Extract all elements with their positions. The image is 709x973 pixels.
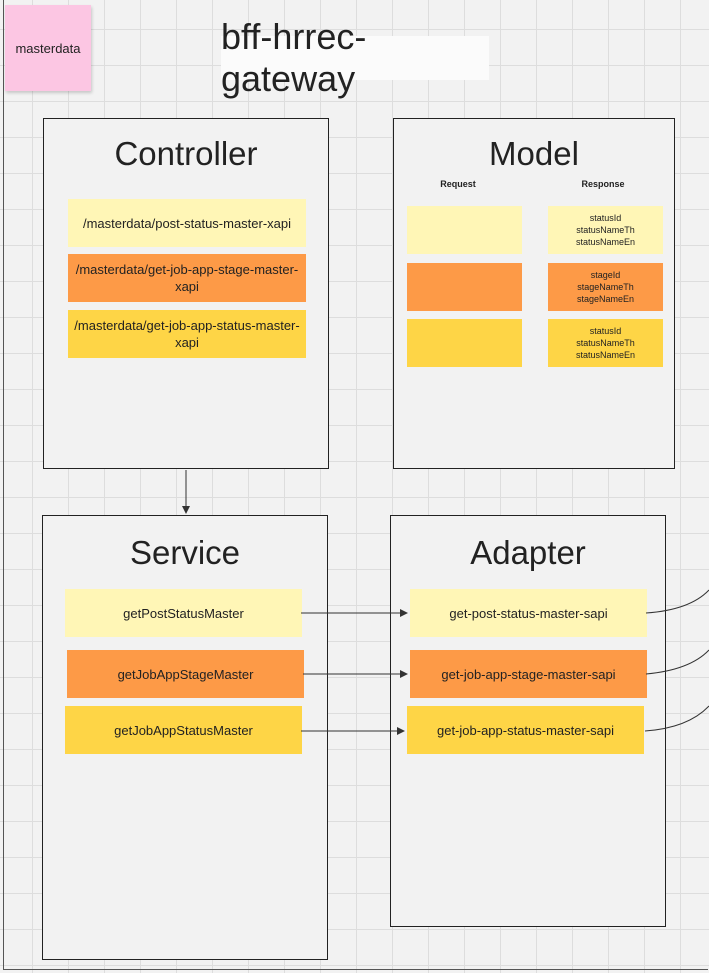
controller-endpoint-job-app-status[interactable]: /masterdata/get-job-app-status-master-xa… (68, 310, 306, 358)
response-field: statusNameEn (575, 237, 636, 247)
service-container[interactable]: Service getPostStatusMaster getJobAppSta… (42, 515, 328, 960)
request-box-post-status[interactable] (407, 206, 522, 254)
response-field: stageId (590, 270, 621, 280)
adapter-title: Adapter (470, 534, 586, 571)
connector-adapter-external-1 (645, 589, 709, 614)
adapter-call-job-app-stage[interactable]: get-job-app-stage-master-sapi (410, 650, 647, 698)
sticky-note[interactable]: masterdata (5, 5, 91, 91)
sticky-note-text: masterdata (15, 40, 81, 56)
response-field: statusNameTh (576, 338, 635, 348)
model-title: Model (489, 135, 579, 172)
connector-adapter-external-2 (645, 649, 709, 675)
response-field: statusId (589, 326, 622, 336)
response-field: stageNameEn (576, 294, 635, 304)
model-container[interactable]: Model Request Response statusId statusNa… (393, 118, 675, 469)
response-field: statusNameTh (576, 225, 635, 235)
request-box-job-app-status[interactable] (407, 319, 522, 367)
adapter-call-job-app-status[interactable]: get-job-app-status-master-sapi (407, 706, 644, 754)
response-column-header: Response (581, 179, 625, 189)
request-box-job-app-stage[interactable] (407, 263, 522, 311)
connector-adapter-external-3 (644, 705, 709, 732)
service-method-job-app-status[interactable]: getJobAppStatusMaster (65, 706, 302, 754)
controller-endpoint-post-status[interactable]: /masterdata/post-status-master-xapi (68, 199, 306, 247)
service-method-job-app-stage[interactable]: getJobAppStageMaster (67, 650, 304, 698)
response-box-job-app-status[interactable]: statusId statusNameTh statusNameEn (548, 319, 663, 367)
service-title: Service (129, 534, 241, 571)
response-field: statusId (589, 213, 622, 223)
response-field: stageNameTh (577, 282, 634, 292)
adapter-container[interactable]: Adapter get-post-status-master-sapi get-… (390, 515, 666, 927)
response-field: statusNameEn (575, 350, 636, 360)
diagram-title[interactable]: bff-hrrec-gateway (221, 16, 489, 99)
response-box-job-app-stage[interactable]: stageId stageNameTh stageNameEn (548, 263, 663, 311)
controller-endpoint-job-app-stage[interactable]: /masterdata/get-job-app-stage-master-xap… (68, 254, 306, 302)
service-method-post-status[interactable]: getPostStatusMaster (65, 589, 302, 637)
response-box-post-status[interactable]: statusId statusNameTh statusNameEn (548, 206, 663, 254)
controller-title: Controller (114, 135, 258, 172)
controller-container[interactable]: Controller /masterdata/post-status-maste… (43, 118, 329, 469)
adapter-call-post-status[interactable]: get-post-status-master-sapi (410, 589, 647, 637)
request-column-header: Request (440, 179, 476, 189)
